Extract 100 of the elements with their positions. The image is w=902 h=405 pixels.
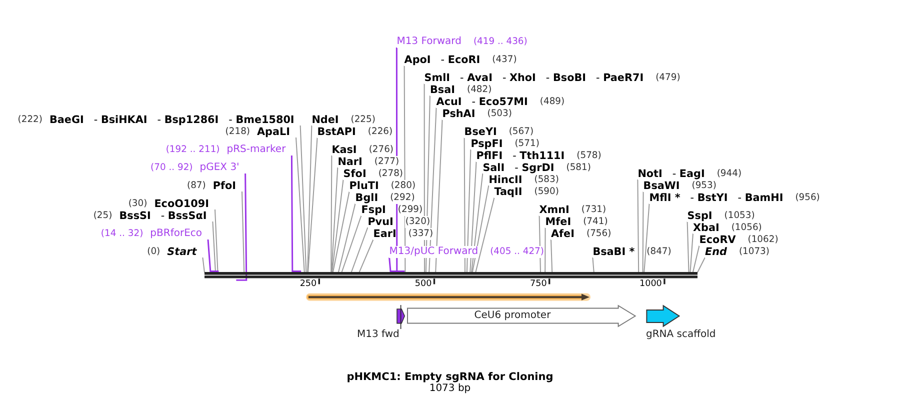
site-position: (583) [534,174,559,186]
primer-leader-line [290,156,302,272]
enzyme-name: SspI [687,210,712,222]
site-position: (25) [93,210,112,222]
enzyme-name: - SgrDI [514,162,554,174]
sequence-length: 1073 bp [429,383,471,395]
enzyme-name: - BamHI [738,192,784,204]
leader-line [464,137,466,273]
enzyme-name: - Bsp1286I [157,114,219,126]
leader-line [242,191,245,273]
enzyme-name: PspFI [470,138,503,150]
enzyme-name: TaqII [494,186,522,198]
enzyme-name: XbaI [693,222,720,234]
enzyme-name: KasI [332,144,357,156]
site-position: (87) [186,180,206,192]
promoter-feature [407,305,636,327]
primer-name: pGEX 3' [200,162,240,174]
enzyme-name: PshAI [442,108,476,120]
enzyme-name: EarI [373,228,396,240]
enzyme-name: FspI [361,204,386,216]
leader-line [435,119,443,273]
enzyme-name: - BsiHKAI [94,114,148,126]
enzyme-name: NarI [338,156,362,168]
enzyme-name: - EagI [672,168,705,180]
site-position: (320) [405,216,430,228]
sequence-end-label: End [705,246,727,258]
leader-line [350,227,368,273]
enzyme-name: - PaeR7I [596,72,644,84]
leader-line [308,137,318,273]
feature-label: CeU6 promoter [474,310,551,322]
leader-line [697,257,706,273]
site-position: (847) [646,246,672,258]
leader-line [692,245,700,273]
enzyme-name: - BsoBI [546,72,586,84]
site-position: (1056) [731,222,762,234]
enzyme-name: SfoI [343,168,366,180]
site-position: (0) [147,246,160,258]
enzyme-name: BaeGI [50,114,84,126]
site-position: (337) [408,228,434,240]
leader-line [592,257,594,273]
site-position: (581) [566,162,591,174]
enzyme-name: SalI [482,162,505,174]
map-title: pHKMC1: Empty sgRNA for Cloning [346,371,554,383]
enzyme-name: - AvaI [460,72,492,84]
site-position: (299) [398,204,423,216]
primer-name: M13/pUC Forward [389,246,478,258]
site-position: (741) [583,216,608,228]
primer-position: (14 .. 32) [100,228,144,240]
leader-line [300,125,307,273]
enzyme-name: - Bme1580I [228,114,294,126]
enzyme-name: HincII [488,174,522,186]
leader-line [330,155,332,273]
enzyme-name: AcuI [436,96,462,108]
leader-line [644,203,650,273]
enzyme-name: BsaBI * [592,246,635,258]
site-position: (277) [374,156,400,168]
site-position: (479) [656,72,680,84]
scale-label: 750 [530,278,547,290]
enzyme-name: NotI [638,168,662,180]
leader-line [202,257,205,273]
enzyme-name: - XhoI [502,72,536,84]
enzyme-name: PfoI [212,180,236,192]
leader-line [550,239,553,273]
site-position: (1053) [724,210,755,222]
enzyme-name: - EcoRI [440,54,480,66]
enzyme-name: - BstYI [690,192,728,204]
site-position: (226) [368,126,393,138]
primer-leader-line [388,257,401,272]
leader-line [341,215,362,273]
enzyme-name: BssSI [119,210,151,222]
site-position: (280) [390,180,416,192]
site-position: (1073) [738,246,770,258]
leader-line [470,161,477,273]
enzyme-name: BstAPI [317,126,356,138]
enzyme-name: MflI * [649,192,680,204]
leader-line [475,197,495,273]
enzyme-name: PvuI [368,216,394,228]
leader-line [472,185,490,273]
enzyme-name: PflFI [476,150,503,162]
primer-position: (419 .. 436) [473,36,528,48]
leader-line [332,191,350,273]
leader-line [690,233,694,273]
enzyme-name: XmnI [539,204,570,216]
site-position: (225) [350,114,376,126]
site-position: (292) [390,192,415,204]
primer-name: pBRforEco [150,228,202,240]
site-position: (590) [534,186,559,198]
leader-line [332,179,344,273]
enzyme-name: EcoRV [699,234,736,246]
leader-line [466,149,472,273]
primer-position: (192 .. 211) [166,144,220,156]
leader-line [637,179,640,273]
site-position: (222) [18,114,42,126]
enzyme-name: - Eco57MI [472,96,528,108]
enzyme-name: EcoO109I [154,198,209,210]
dna-backbone [204,272,698,279]
site-position: (578) [576,150,602,162]
scale-label: 1000 [640,278,662,290]
leader-line [428,107,437,273]
leader-line [358,239,374,273]
